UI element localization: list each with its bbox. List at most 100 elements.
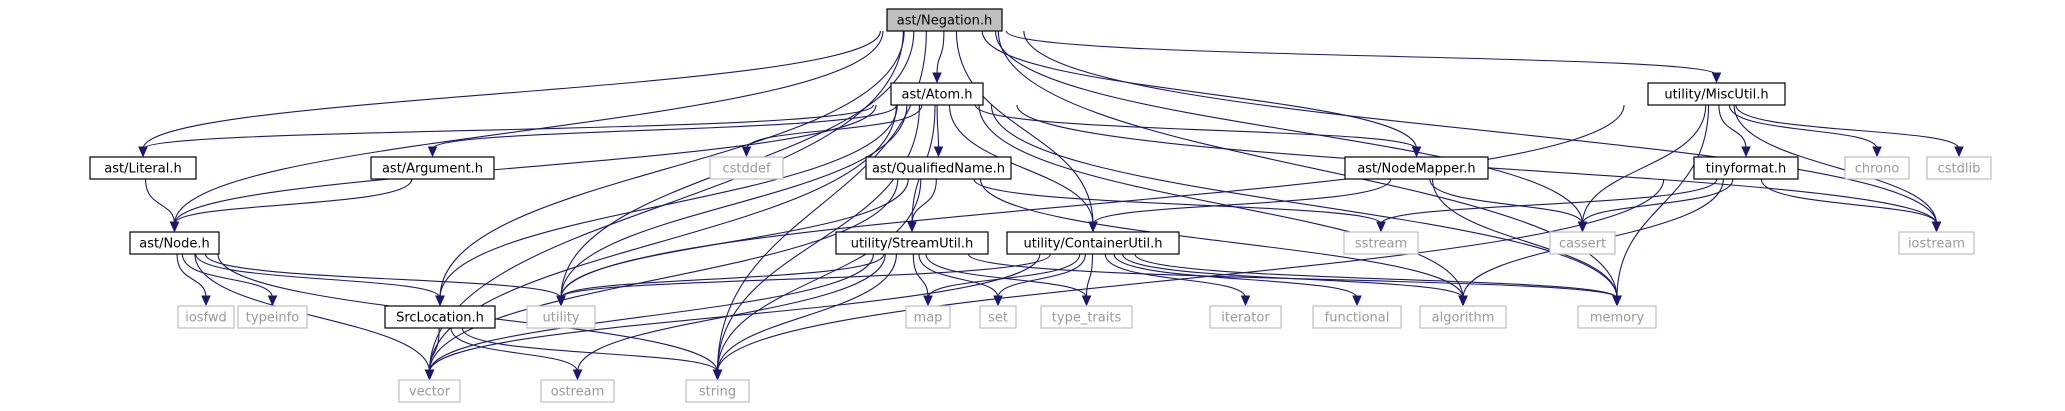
node-box-nodemapper [1344,156,1489,180]
arrowhead-container-to-utility [556,295,566,307]
node-label-cstddef: cstddef [722,162,771,177]
node-stream[interactable]: utility/StreamUtil.h [835,231,989,255]
node-negation[interactable]: ast/Negation.h [886,8,1003,32]
node-srcloc[interactable]: SrcLocation.h [384,305,496,329]
edge-misc-to-cassert [1581,104,1707,225]
node-box-cassert [1549,231,1616,255]
node-label-type_traits: type_traits [1052,311,1122,326]
node-label-cstdlib: cstdlib [1938,162,1981,177]
node-label-functional: functional [1325,311,1390,326]
arrowhead-container-to-map [923,295,933,307]
arrowhead-qualified-to-stream [907,221,917,233]
node-argument[interactable]: ast/Argument.h [370,156,495,180]
node-typeinfo: typeinfo [237,305,308,329]
edge-nodemapper-to-memory [1431,178,1618,299]
edge-misc-to-tinyformat [1718,104,1747,150]
node-qualified[interactable]: ast/QualifiedName.h [865,156,1012,180]
node-string: string [685,379,750,403]
node-iterator: iterator [1209,305,1282,329]
edge-srcloc-to-ostream [450,327,579,373]
edge-qualified-to-algorithm [979,178,1464,299]
node-tinyformat[interactable]: tinyformat.h [1693,156,1799,180]
arrowhead-node-to-typeinfo [267,295,278,307]
edge-stream-to-map [912,253,929,299]
edge-qualified-to-vector [428,178,899,373]
node-node[interactable]: ast/Node.h [129,231,220,255]
edge-srcloc-to-vector [428,327,440,373]
edge-nodemapper-to-cassert [1429,178,1584,225]
edge-stream-to-vector [428,253,874,373]
edge-misc-to-memory [1616,104,1710,299]
edge-atom-to-srcloc [439,104,898,299]
edge-tinyformat-to-string [716,178,1665,373]
edge-qualified-to-stream [911,178,937,225]
node-label-literal: ast/Literal.h [104,162,181,177]
arrowhead-container-to-functional [1352,295,1362,307]
arrowhead-misc-to-chrono [1872,146,1882,158]
node-sstream: sstream [1343,231,1419,255]
edge-negation-to-literal [142,30,881,150]
arrowhead-tinyformat-to-sstream [1376,221,1386,233]
edge-negation-to-misc [1005,30,1718,76]
edge-atom-to-qualified [936,104,940,150]
node-box-string [685,379,750,403]
node-label-qualified: ast/QualifiedName.h [872,162,1005,177]
node-misc[interactable]: utility/MiscUtil.h [1647,82,1786,106]
edge-node-to-vector [194,253,431,373]
edge-negation-to-container [955,30,1094,225]
edge-stream-to-set [918,253,999,299]
edge-negation-to-vector [428,30,904,373]
node-label-utility: utility [543,311,580,326]
edge-misc-to-utility [560,104,1625,299]
node-box-iostream [1898,231,1975,255]
edge-negation-to-srcloc [439,30,905,299]
edge-container-to-functional [1113,253,1358,299]
node-type_traits: type_traits [1040,305,1133,329]
node-label-argument: ast/Argument.h [382,162,483,177]
node-box-sstream [1343,231,1419,255]
edge-node-to-iosfwd [176,253,207,299]
edge-container-to-set [997,253,1086,299]
node-box-map [905,305,951,329]
node-label-typeinfo: typeinfo [246,311,299,326]
node-box-tinyformat [1693,156,1799,180]
node-box-chrono [1844,156,1910,180]
arrowhead-atom-to-cstddef [741,146,752,158]
edge-container-to-type_traits [1085,253,1094,299]
node-box-stream [835,231,989,255]
arrowhead-argument-to-node [169,221,180,233]
node-box-functional [1312,305,1402,329]
arrowhead-container-to-type_traits [1081,295,1092,307]
arrowhead-tinyformat-to-iostream [1931,221,1942,233]
edge-atom-to-algorithm [978,104,1464,299]
node-label-srcloc: SrcLocation.h [396,311,484,326]
node-set: set [979,305,1017,329]
node-box-vector [398,379,461,403]
edge-misc-to-iostream [1733,104,1938,225]
edge-atom-to-string [716,104,920,373]
node-label-vector: vector [409,385,451,400]
node-box-utility [526,305,596,329]
node-label-algorithm: algorithm [1432,311,1495,326]
node-box-qualified [865,156,1012,180]
node-nodemapper[interactable]: ast/NodeMapper.h [1344,156,1489,180]
node-cassert: cassert [1549,231,1616,255]
edge-container-to-map [927,253,1081,299]
edge-node-to-utility [204,253,562,299]
node-ostream: ostream [540,379,615,403]
node-box-iosfwd [177,305,235,329]
node-literal[interactable]: ast/Literal.h [89,156,197,180]
node-box-ostream [540,379,615,403]
node-functional: functional [1312,305,1402,329]
edge-node-to-srcloc [195,253,441,299]
node-container[interactable]: utility/ContainerUtil.h [1006,231,1180,255]
edge-tinyformat-to-sstream [1380,178,1718,225]
node-atom[interactable]: ast/Atom.h [890,82,984,106]
edge-atom-to-nodemapper [974,104,1418,150]
node-label-iosfwd: iosfwd [185,311,227,326]
node-box-atom [890,82,984,106]
edge-container-to-iterator [1104,253,1247,299]
edge-atom-to-argument [431,104,898,150]
node-label-misc: utility/MiscUtil.h [1664,88,1768,103]
edge-stream-to-utility [560,253,885,299]
